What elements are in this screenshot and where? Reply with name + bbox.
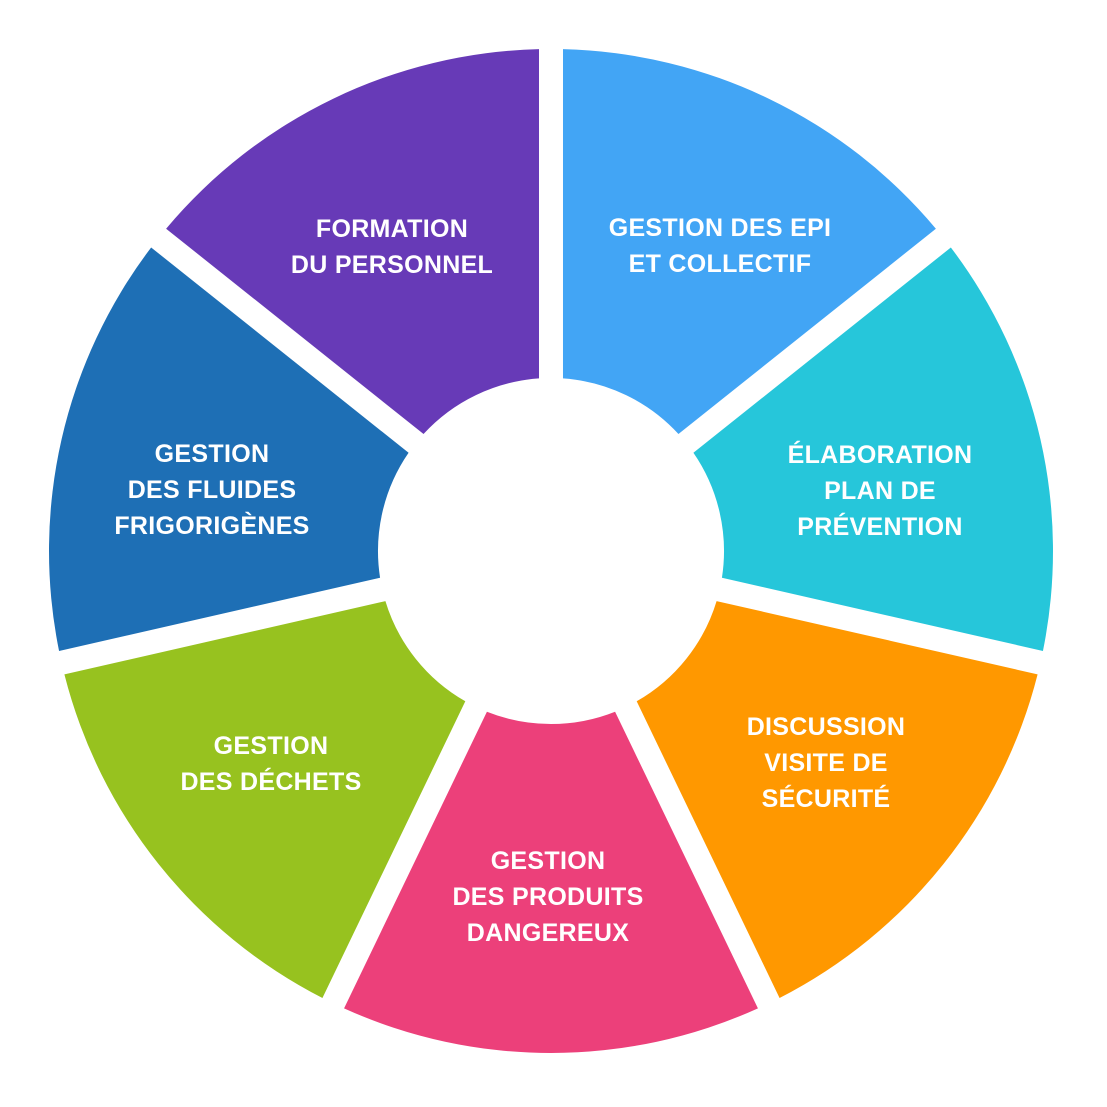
segment-formation xyxy=(166,49,540,435)
segment-label-formation: FORMATION DU PERSONNEL xyxy=(291,211,493,283)
segment-label-line: FRIGORIGÈNES xyxy=(114,512,310,540)
segment-label-line: VISITE DE xyxy=(764,749,888,777)
segment-label-line: DANGEREUX xyxy=(466,919,630,947)
segment-label-line: FORMATION xyxy=(315,215,469,243)
segment-label-dechets: GESTION DES DÉCHETS xyxy=(180,728,361,800)
segment-label-line: DISCUSSION xyxy=(746,713,906,741)
segment-label-plan: ÉLABORATION PLAN DE PRÉVENTION xyxy=(788,437,973,545)
segment-plan xyxy=(693,247,1053,651)
segment-label-line: GESTION xyxy=(490,847,606,875)
segment-visite xyxy=(636,601,1038,998)
segment-label-line: PLAN DE xyxy=(824,477,936,505)
segment-label-fluides: GESTION DES FLUIDES FRIGORIGÈNES xyxy=(114,436,309,544)
segment-label-line: DES FLUIDES xyxy=(127,476,297,504)
segment-dechets xyxy=(64,601,466,998)
segment-label-line: GESTION xyxy=(213,732,329,760)
segment-fluides xyxy=(49,247,409,651)
segment-label-line: DU PERSONNEL xyxy=(290,251,494,279)
segment-label-line: DES DÉCHETS xyxy=(180,768,362,796)
segment-label-line: GESTION DES EPI xyxy=(608,214,832,242)
segment-label-line: DES PRODUITS xyxy=(452,883,644,911)
segment-label-line: ET COLLECTIF xyxy=(628,250,812,278)
segment-produits xyxy=(344,711,758,1053)
segment-label-line: ÉLABORATION xyxy=(787,441,973,469)
segment-epi xyxy=(562,49,936,435)
segment-label-line: PRÉVENTION xyxy=(797,513,963,541)
segment-label-epi: GESTION DES EPI ET COLLECTIF xyxy=(609,210,832,282)
segment-label-visite: DISCUSSION VISITE DE SÉCURITÉ xyxy=(747,709,906,817)
segment-label-produits: GESTION DES PRODUITS DANGEREUX xyxy=(452,843,643,951)
segment-label-line: SÉCURITÉ xyxy=(761,785,891,813)
segment-label-line: GESTION xyxy=(154,440,270,468)
